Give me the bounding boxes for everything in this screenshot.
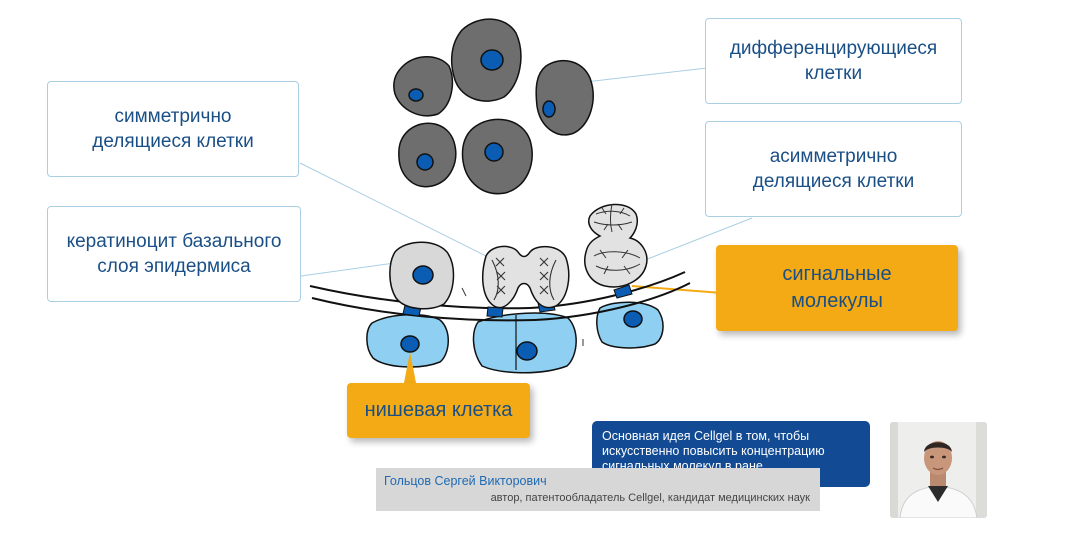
diagram-stroke <box>491 257 557 301</box>
differentiating-cells <box>393 18 594 195</box>
diagram-stroke <box>924 442 952 452</box>
diagram-stroke <box>593 251 641 259</box>
nucleus <box>542 100 556 118</box>
nucleus <box>484 142 504 162</box>
callout-differentiating-cells: дифференцирующиеся клетки <box>705 18 962 104</box>
nucleus <box>408 88 424 102</box>
keratinocyte-cell <box>389 241 455 310</box>
diagram-stroke <box>403 352 417 388</box>
niche-cells <box>366 301 664 374</box>
callout-niche-cell: нишевая клетка <box>347 383 530 438</box>
callout-symmetric-cells: симметрично делящиеся клетки <box>47 81 299 177</box>
speaker-name: Гольцов Сергей Викторович <box>384 474 547 488</box>
diagram-stroke <box>610 203 613 233</box>
diagram-stroke <box>311 282 691 322</box>
diagram-stroke <box>593 203 641 275</box>
diagram-stroke <box>593 221 633 226</box>
diagram-stroke <box>461 287 584 346</box>
diagram-stroke <box>584 203 648 288</box>
basement-membrane <box>309 271 691 322</box>
diagram-stroke <box>549 259 557 301</box>
nucleus <box>516 341 538 361</box>
diagram-stroke <box>932 467 944 471</box>
callout-asymmetric-line-2: делящиеся клетки <box>752 171 915 192</box>
signal-molecule <box>613 284 633 299</box>
nucleus <box>412 265 434 285</box>
diagram-stroke <box>930 455 934 459</box>
callout-asymmetric-cells: асимметрично делящиеся клетки <box>705 121 962 217</box>
signal-molecule <box>486 306 504 318</box>
niche-callout-pointer <box>403 352 417 388</box>
speaker-role: автор, патентообладатель Cellgel, кандид… <box>490 492 810 504</box>
callout-signal-line-2: молекулы <box>791 290 883 312</box>
diagram-stroke <box>495 257 506 295</box>
pointer-keratinocyte <box>300 261 403 277</box>
diagram-stroke <box>928 486 948 502</box>
nucleus <box>480 49 504 71</box>
diagram-stroke <box>976 422 987 518</box>
asymmetric-dividing-cell <box>584 203 648 288</box>
callout-differentiating-line-1: дифференцирующиеся <box>729 38 938 59</box>
caption-line-2: искусственно повысить концентрацию <box>602 444 825 458</box>
callout-keratinocyte-line-1: кератиноцит базального <box>66 231 282 252</box>
presenter-video <box>890 422 987 518</box>
diagram-stroke <box>481 245 570 309</box>
diagram-stroke <box>599 249 631 275</box>
diagram-stroke <box>539 257 549 295</box>
callout-signal-molecules: сигнальные молекулы <box>716 245 958 331</box>
differentiating-cell <box>393 56 454 117</box>
presenter-image <box>890 422 987 518</box>
diagram-stroke <box>601 207 625 231</box>
diagram-stroke <box>942 455 946 459</box>
callout-differentiating-line-2: клетки <box>804 63 863 84</box>
caption-line-1: Основная идея Cellgel в том, чтобы <box>602 429 810 443</box>
callout-signal-line-1: сигнальные <box>782 263 892 285</box>
callout-niche-label: нишевая клетка <box>364 399 513 421</box>
nucleus <box>623 310 643 328</box>
callout-symmetric-line-1: симметрично <box>114 106 232 127</box>
callout-keratinocyte: кератиноцит базального слоя эпидермиса <box>47 206 301 302</box>
differentiating-cell <box>535 59 594 136</box>
diagram-stroke <box>924 441 952 475</box>
nucleus <box>416 153 434 171</box>
callout-keratinocyte-line-2: слоя эпидермиса <box>97 256 251 277</box>
diagram-stroke <box>595 263 641 271</box>
diagram-stroke <box>595 210 631 217</box>
stray-mark <box>461 287 467 297</box>
nucleus <box>400 335 420 353</box>
diagram-stroke <box>491 259 499 301</box>
diagram-stroke <box>890 422 898 518</box>
speaker-nameplate: Гольцов Сергей Викторович автор, патенто… <box>376 468 820 511</box>
callout-asymmetric-line-1: асимметрично <box>769 146 898 167</box>
diagram-stroke <box>309 271 686 310</box>
pointer-asymmetric <box>639 217 753 263</box>
symmetric-dividing-cell <box>481 245 570 309</box>
callout-symmetric-line-2: делящиеся клетки <box>92 131 254 152</box>
